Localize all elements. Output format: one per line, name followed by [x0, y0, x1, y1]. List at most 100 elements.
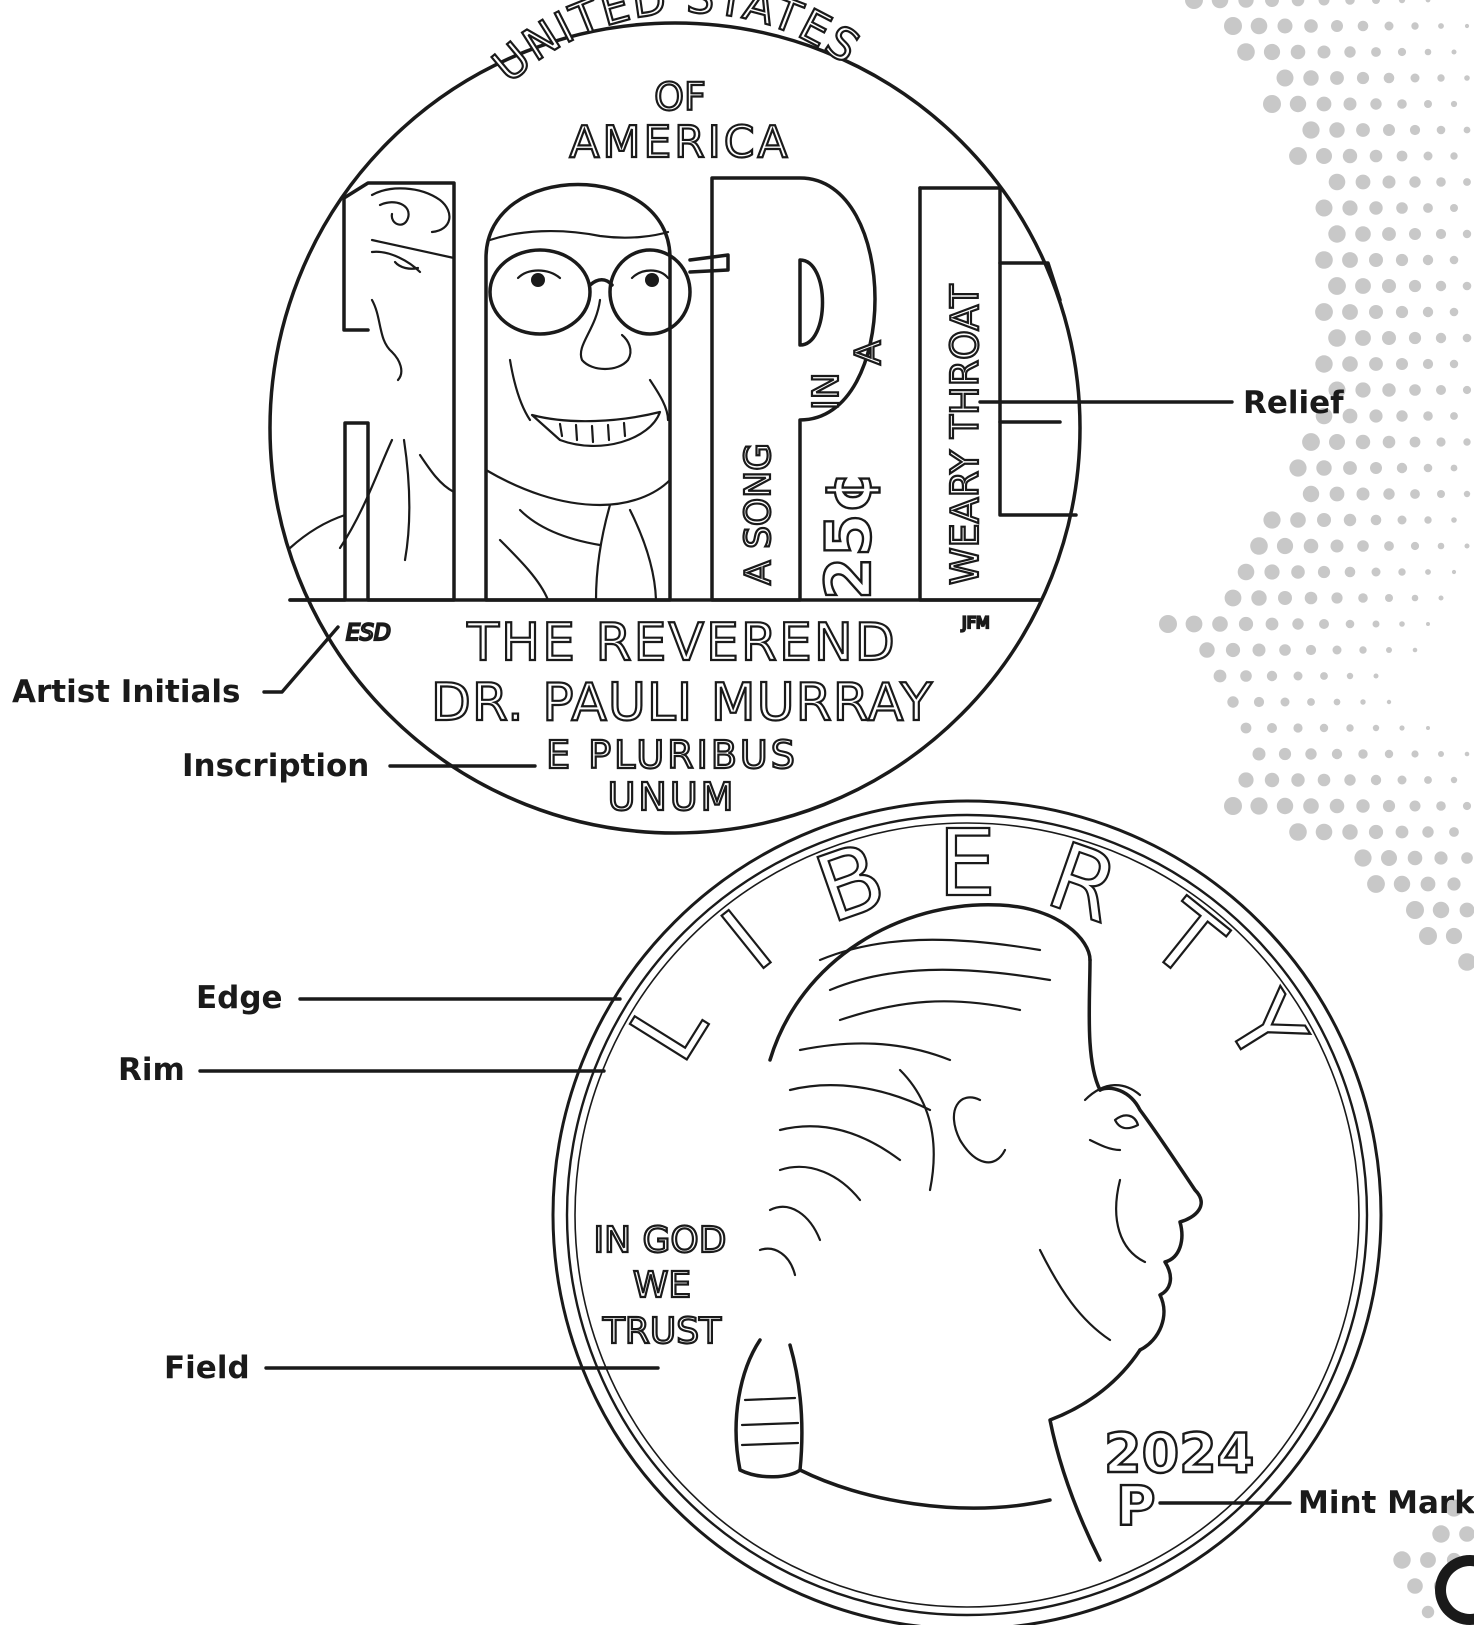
halftone-dot — [1396, 410, 1407, 421]
halftone-dot — [1344, 46, 1355, 57]
halftone-dot — [1303, 70, 1318, 85]
halftone-dot — [1412, 595, 1419, 602]
halftone-dot — [1424, 516, 1431, 523]
halftone-dot — [1450, 256, 1459, 265]
halftone-dot — [1212, 0, 1229, 8]
halftone-dot — [1438, 23, 1444, 29]
halftone-dot — [1291, 773, 1304, 786]
a-text: A — [848, 340, 889, 365]
halftone-dot — [1447, 877, 1460, 890]
halftone-dot — [1452, 570, 1456, 574]
halftone-dot — [1293, 723, 1302, 732]
callout-field-label: Field — [164, 1350, 250, 1386]
halftone-dot — [1409, 176, 1420, 187]
halftone-dot — [1394, 876, 1410, 892]
halftone-dot — [1305, 748, 1316, 759]
halftone-dot — [1396, 306, 1408, 318]
halftone-dot — [1317, 513, 1331, 527]
halftone-dot — [1239, 617, 1253, 631]
halftone-dot — [1281, 698, 1289, 706]
obverse-motto-line-2: WE — [633, 1265, 691, 1306]
halftone-dot — [1265, 773, 1279, 787]
halftone-dot — [1410, 801, 1421, 812]
halftone-dot — [1436, 385, 1446, 395]
halftone-dot — [1354, 849, 1371, 866]
halftone-dot — [1264, 44, 1280, 60]
halftone-dot — [1384, 541, 1394, 551]
halftone-dot — [1451, 465, 1458, 472]
halftone-dot — [1438, 751, 1444, 757]
halftone-dot — [1240, 670, 1252, 682]
halftone-dot — [1253, 748, 1266, 761]
halftone-dot — [1318, 46, 1331, 59]
halftone-dot — [1357, 540, 1369, 552]
halftone-dot — [1315, 251, 1333, 269]
halftone-dot — [1342, 252, 1358, 268]
halftone-dot — [1446, 928, 1462, 944]
halftone-dot — [1382, 331, 1396, 345]
halftone-dot — [1345, 567, 1356, 578]
halftone-dot — [1237, 43, 1255, 61]
halftone-dot — [1424, 464, 1433, 473]
halftone-dot — [1451, 517, 1457, 523]
halftone-dot — [1289, 823, 1307, 841]
halftone-dot — [1383, 176, 1396, 189]
halftone-dot — [1432, 1525, 1449, 1542]
halftone-dot — [1436, 229, 1446, 239]
halftone-dot — [1317, 97, 1332, 112]
halftone-dot — [1212, 616, 1228, 632]
halftone-dot — [1250, 797, 1267, 814]
halftone-dot — [1279, 644, 1291, 656]
halftone-dot — [1399, 725, 1404, 730]
halftone-dot — [1331, 592, 1342, 603]
halftone-dot — [1328, 225, 1345, 242]
halftone-dot — [1277, 70, 1294, 87]
halftone-dot — [1279, 748, 1291, 760]
halftone-dot — [1159, 615, 1177, 633]
halftone-dot — [1289, 459, 1306, 476]
halftone-dot — [1360, 699, 1365, 704]
halftone-dot — [1330, 71, 1344, 85]
halftone-dot — [1463, 282, 1472, 291]
halftone-dot — [1342, 304, 1358, 320]
halftone-dot — [1393, 1551, 1410, 1568]
halftone-dot — [1319, 0, 1330, 6]
halftone-dot — [1424, 100, 1432, 108]
halftone-dot — [1322, 674, 1326, 678]
halftone-dot — [1269, 673, 1275, 679]
halftone-dot — [1450, 360, 1458, 368]
halftone-dot — [1411, 750, 1418, 757]
halftone-dot — [1319, 619, 1329, 629]
halftone-dot — [1343, 409, 1358, 424]
halftone-dot — [1422, 1606, 1434, 1618]
halftone-dot — [1465, 24, 1469, 28]
halftone-dot — [1263, 511, 1280, 528]
callout-edge-label: Edge — [196, 980, 283, 1016]
halftone-dot — [1384, 73, 1395, 84]
halftone-dot — [1465, 752, 1470, 757]
halftone-dot — [1357, 488, 1370, 501]
mint-mark-text: P — [1116, 1475, 1156, 1538]
halftone-dot — [1425, 49, 1432, 56]
halftone-dot — [1460, 903, 1474, 918]
halftone-dot — [1315, 355, 1332, 372]
halftone-dot — [1186, 616, 1203, 633]
halftone-dot — [1263, 95, 1281, 113]
halftone-dot — [1265, 0, 1279, 7]
halftone-dot — [1424, 152, 1433, 161]
halftone-dot — [1369, 357, 1383, 371]
halftone-dot — [1344, 774, 1355, 785]
halftone-dot — [1185, 0, 1203, 9]
halftone-dot — [1369, 201, 1382, 214]
halftone-dot — [1316, 824, 1333, 841]
callout-inscription-label: Inscription — [182, 748, 369, 784]
halftone-dot — [1316, 200, 1333, 217]
halftone-dot — [1329, 434, 1345, 450]
halftone-dot — [1408, 851, 1423, 866]
halftone-dot — [1241, 723, 1252, 734]
halftone-dot — [1318, 566, 1330, 578]
halftone-dot — [1291, 565, 1305, 579]
halftone-dot — [1332, 749, 1342, 759]
halftone-dot — [1227, 696, 1238, 707]
